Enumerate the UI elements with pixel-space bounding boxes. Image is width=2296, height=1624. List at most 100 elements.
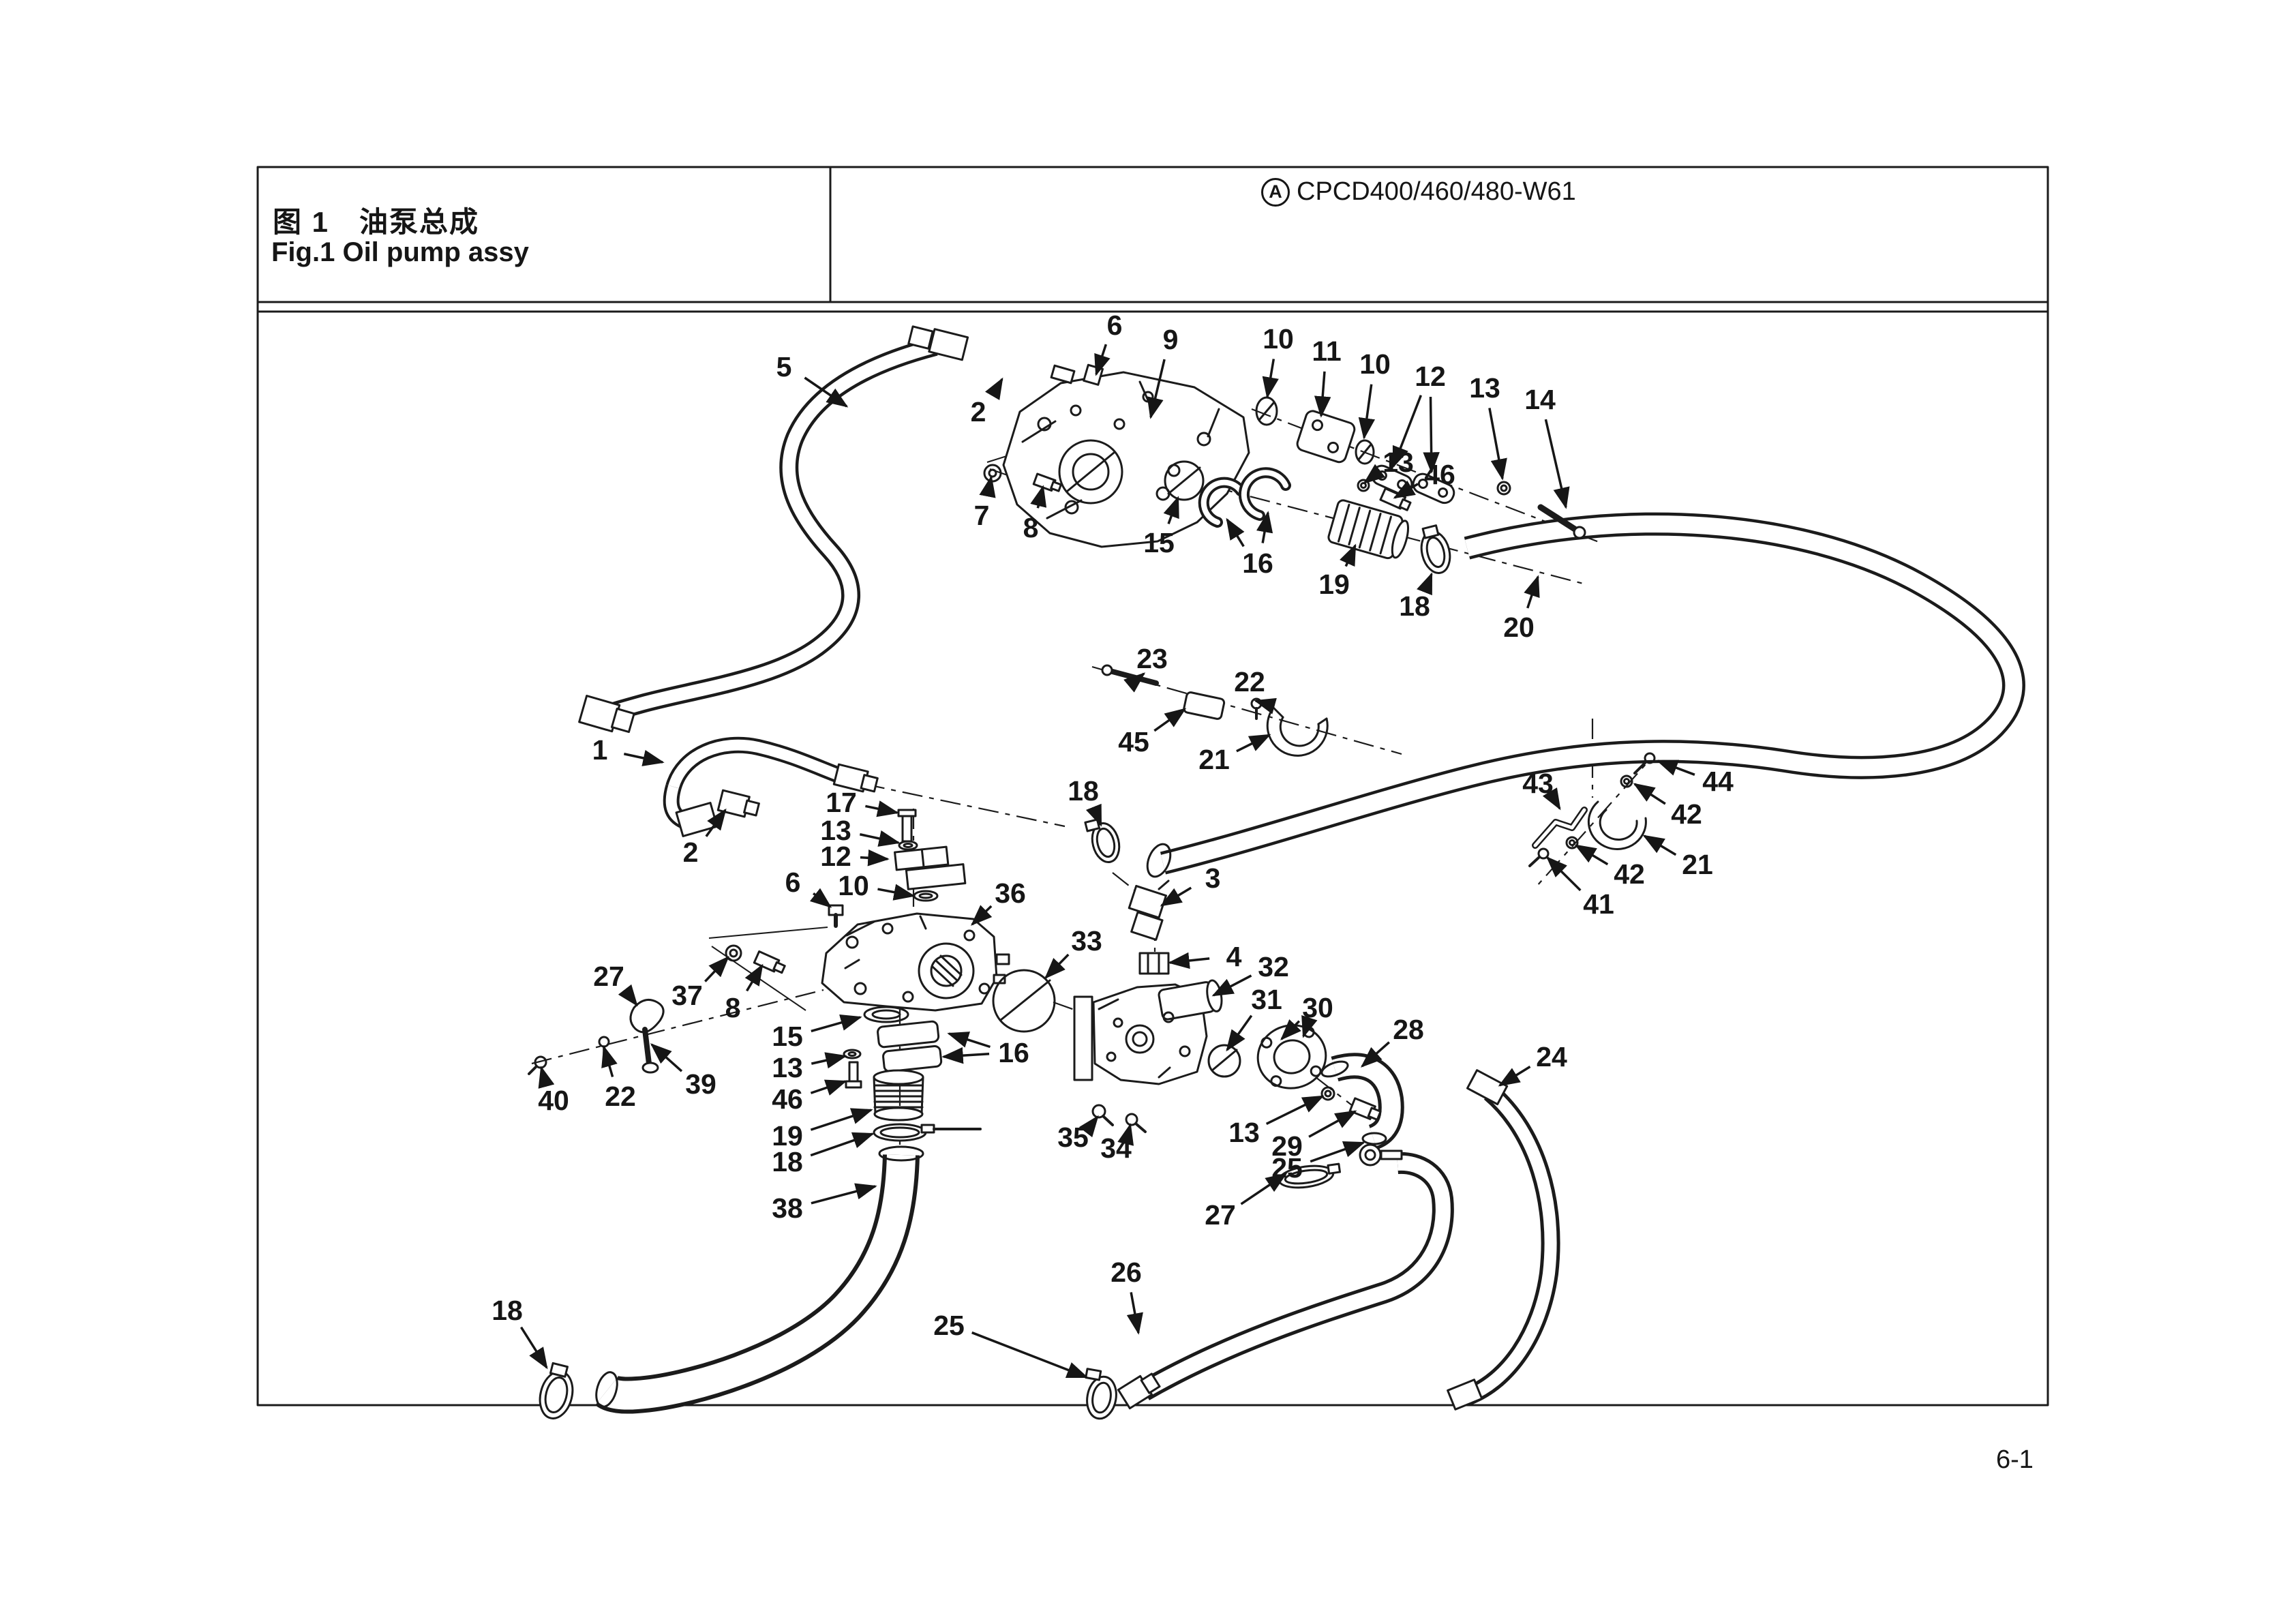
bottom-clamps: [539, 1362, 1117, 1420]
leader-arrow: [810, 1079, 847, 1096]
leader-arrow: [1542, 787, 1561, 811]
nut-13e: [1320, 1086, 1335, 1101]
model-code: A CPCD400/460/480-W61: [1261, 177, 1576, 207]
bellows-19b: [873, 1069, 924, 1122]
model-text: CPCD400/460/480-W61: [1297, 177, 1576, 206]
elbow-3: [1128, 879, 1170, 941]
leader-arrow: [865, 800, 899, 817]
callout-40: 40: [538, 1085, 569, 1116]
leader-arrow: [1163, 496, 1179, 524]
clamp-25a: [1359, 1143, 1382, 1167]
callout-16: 16: [998, 1037, 1029, 1068]
leader-arrow: [1236, 734, 1271, 753]
callout-9: 9: [1163, 324, 1179, 355]
leader-arrow: [804, 376, 849, 408]
leader-arrow: [519, 1326, 548, 1370]
leader-arrow: [1423, 396, 1440, 474]
leader-arrow: [1226, 517, 1245, 547]
callout-44: 44: [1702, 766, 1734, 797]
sleeve-45: [1183, 691, 1226, 720]
callout-6: 6: [1107, 310, 1123, 341]
flange-hardware: [1091, 1086, 1403, 1189]
bolt-46b: [848, 1061, 859, 1083]
callout-24: 24: [1536, 1041, 1567, 1072]
leader-arrow: [601, 1045, 618, 1078]
leader-arrow: [1314, 371, 1331, 418]
hose-20: [1146, 512, 2025, 878]
callout-27: 27: [1205, 1199, 1236, 1231]
suction-stack: [843, 1006, 982, 1142]
model-badge-icon: A: [1261, 177, 1290, 207]
callout-15: 15: [772, 1021, 803, 1052]
leader-arrow: [1094, 344, 1111, 376]
leader-arrow: [1310, 1141, 1365, 1163]
callout-42: 42: [1671, 798, 1702, 830]
leader-arrow: [1160, 886, 1192, 907]
leader-arrow: [1044, 953, 1070, 980]
bolt-8: [1032, 472, 1062, 492]
fitting-12: [894, 845, 967, 890]
leader-arrow: [1358, 384, 1376, 440]
bracket-cluster: [1528, 752, 1656, 867]
leader-arrow: [1393, 480, 1419, 499]
leader-arrow: [704, 955, 729, 982]
bolt-35: [1091, 1104, 1106, 1119]
callout-22: 22: [1234, 666, 1265, 697]
fitting-4: [1138, 952, 1170, 975]
callout-37: 37: [671, 980, 703, 1011]
callout-42: 42: [1614, 858, 1645, 890]
pump-36: [821, 912, 1010, 1012]
leader-arrow: [810, 1132, 875, 1157]
page-number: 6-1: [1996, 1445, 2034, 1474]
callout-17: 17: [826, 787, 857, 818]
leader-arrow: [1633, 783, 1666, 805]
leader-arrow: [1030, 485, 1047, 509]
flange-16b-upper: [877, 1020, 940, 1049]
callout-28: 28: [1393, 1014, 1424, 1045]
pump-32: [1073, 979, 1223, 1085]
leader-arrow: [623, 749, 665, 766]
callout-3: 3: [1205, 862, 1221, 894]
callout-25: 25: [933, 1310, 965, 1341]
bolt-46: [1379, 487, 1412, 511]
leader-arrow: [1256, 511, 1273, 543]
flange-30: [1256, 1024, 1327, 1089]
leader-arrow: [1254, 697, 1277, 715]
leader-arrow: [971, 1331, 1089, 1379]
leader-arrow: [1574, 844, 1609, 866]
callout-46: 46: [772, 1083, 803, 1115]
fitting-29: [1348, 1097, 1382, 1121]
figure-title-zh: 图 1 油泵总成: [273, 206, 480, 238]
bolt-17: [901, 814, 913, 843]
callout-46: 46: [1424, 459, 1455, 490]
oring-33: [992, 969, 1056, 1033]
clamp-18b: [873, 1123, 982, 1142]
pin-14: [1537, 504, 1578, 532]
leader-arrow: [650, 1043, 683, 1072]
leader-arrow: [979, 475, 996, 498]
leader-arrow: [1265, 1095, 1325, 1126]
leader-arrow: [1078, 1115, 1099, 1138]
screw-22b: [598, 1036, 610, 1048]
leader-arrow: [618, 984, 638, 1007]
leader-arrow: [859, 830, 901, 847]
clamp-18d: [1084, 818, 1121, 864]
callout-21: 21: [1682, 849, 1713, 880]
callout-26: 26: [1111, 1257, 1142, 1288]
oring-10c: [913, 890, 939, 902]
callout-6: 6: [785, 867, 801, 898]
leader-arrow: [970, 905, 993, 926]
callout-12: 12: [1415, 361, 1446, 392]
plate-11: [1296, 410, 1356, 464]
leader-arrow: [1301, 1014, 1318, 1038]
washer-7: [983, 464, 1002, 483]
callout-2: 2: [971, 396, 986, 427]
pump-9: [1002, 363, 1250, 548]
callout-30: 30: [1302, 992, 1333, 1023]
leader-arrow: [538, 1066, 555, 1089]
callout-27: 27: [593, 961, 624, 992]
bolt-8b: [753, 950, 786, 974]
figure-title-en: Fig.1 Oil pump assy: [271, 237, 529, 267]
clamp-18c: [539, 1362, 574, 1419]
